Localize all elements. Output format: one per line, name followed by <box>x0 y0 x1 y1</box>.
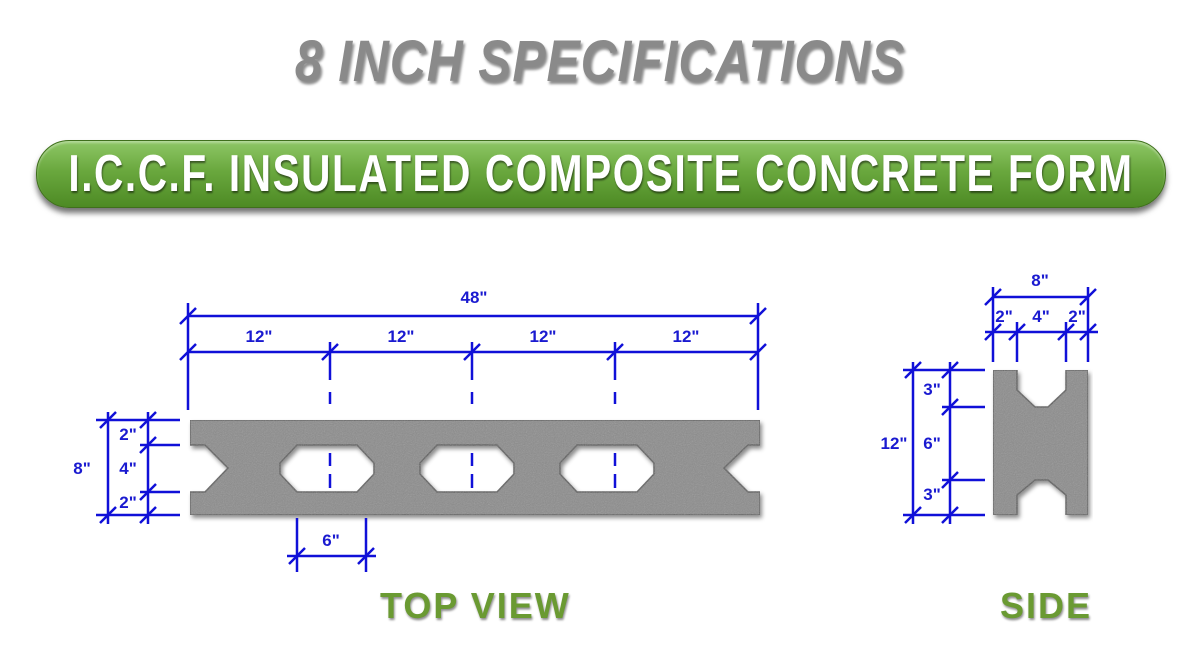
dim-segments: 12" 12" 12" 12" <box>179 327 767 488</box>
segment-4-label: 12" <box>673 327 700 346</box>
core-label: 4" <box>119 459 137 478</box>
segment-3-label: 12" <box>530 327 557 346</box>
side-overall-width-label: 8" <box>1031 271 1049 290</box>
side-height-total-label: 12" <box>881 434 908 453</box>
wall-top-label: 2" <box>119 425 137 444</box>
dim-overall-length-label: 48" <box>461 288 488 307</box>
top-view-concrete-form <box>189 419 761 516</box>
opening-width-label: 6" <box>322 531 340 550</box>
side-bottom-flange-label: 3" <box>923 485 941 504</box>
page-title: 8 INCH SPECIFICATIONS <box>294 29 906 94</box>
side-dim-width: 8" 2" 4" 2" <box>984 271 1098 362</box>
segment-1-label: 12" <box>246 327 273 346</box>
dim-overall-length: 48" <box>179 288 767 410</box>
side-wall-right-label: 2" <box>1068 307 1086 326</box>
banner-text: I.C.C.F. INSULATED COMPOSITE CONCRETE FO… <box>68 145 1134 203</box>
side-web-label: 6" <box>923 434 941 453</box>
side-wall-left-label: 2" <box>995 307 1013 326</box>
side-view-block <box>992 369 1089 516</box>
top-view-block <box>189 419 761 516</box>
width-total-label: 8" <box>73 459 91 478</box>
dim-opening-width: 6" <box>287 518 376 572</box>
top-view-label: TOP VIEW <box>380 585 571 626</box>
side-core-label: 4" <box>1032 307 1050 326</box>
segment-2-label: 12" <box>388 327 415 346</box>
dim-thickness: 8" 2" 4" 2" <box>73 411 180 524</box>
side-top-flange-label: 3" <box>923 380 941 399</box>
wall-bottom-label: 2" <box>119 493 137 512</box>
title-banner: I.C.C.F. INSULATED COMPOSITE CONCRETE FO… <box>36 140 1166 208</box>
side-view-concrete-form <box>992 369 1089 516</box>
side-dim-height: 12" 3" 6" 3" <box>881 361 985 524</box>
side-view-label: SIDE <box>1000 585 1093 626</box>
